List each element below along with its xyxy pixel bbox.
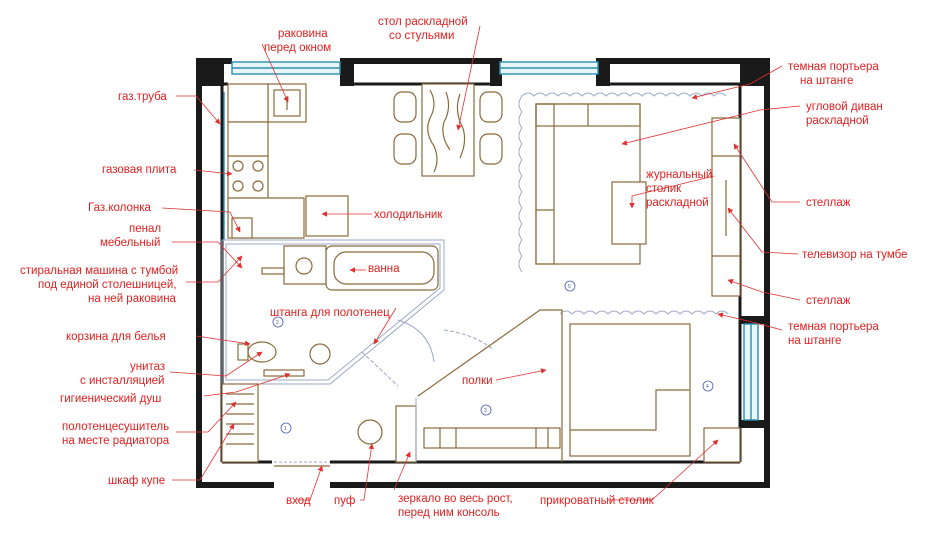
label-shelves: полки bbox=[462, 375, 493, 387]
room-number-2: 2 bbox=[276, 320, 279, 326]
label-table-1: стол раскладной bbox=[378, 16, 468, 28]
label-pencil-case-2: мебельный bbox=[100, 237, 160, 249]
label-mirror-1: зеркало во весь рост, bbox=[398, 493, 513, 505]
label-bedside-table: прикроватный столик bbox=[540, 495, 655, 507]
dining-table bbox=[393, 83, 503, 177]
doors bbox=[361, 319, 495, 387]
label-toilet-2: с инсталляцией bbox=[80, 375, 164, 387]
kitchen bbox=[227, 83, 349, 239]
bedside-table bbox=[703, 427, 741, 463]
label-table-2: со стульями bbox=[389, 30, 454, 42]
room-number-3: 3 bbox=[484, 408, 487, 414]
label-gas-stove: газовая плита bbox=[102, 164, 177, 176]
label-sofa-2: раскладной bbox=[806, 115, 869, 127]
fridge bbox=[305, 195, 349, 237]
pouf bbox=[357, 419, 383, 445]
label-towel-dryer-1: полотенцесушитель bbox=[62, 421, 169, 433]
room-number-1: 1 bbox=[284, 426, 287, 432]
label-curtain-bottom-1: темная портьера bbox=[788, 321, 879, 333]
bedroom: 3 4 bbox=[415, 309, 741, 463]
console bbox=[395, 405, 417, 463]
label-mirror-2: перед ним консоль bbox=[398, 507, 500, 519]
label-gas-pipe: газ.труба bbox=[118, 91, 167, 103]
label-washer-1: стиральная машина с тумбой bbox=[20, 265, 178, 277]
room-number-5: 5 bbox=[568, 284, 571, 290]
label-sofa-1: угловой диван bbox=[806, 101, 883, 113]
label-sink-window-1: раковина bbox=[278, 28, 328, 40]
label-sink-window-2: перед окном bbox=[264, 42, 331, 54]
label-gas-heater: Газ.колонка bbox=[88, 202, 151, 214]
room-number-4: 4 bbox=[706, 384, 709, 390]
gas-heater bbox=[231, 217, 253, 239]
label-hygienic-shower: гигиенический душ bbox=[60, 393, 161, 405]
wardrobe bbox=[221, 383, 259, 463]
living-room: 5 bbox=[518, 92, 741, 315]
leader-lines bbox=[161, 25, 801, 501]
label-towel-dryer-2: на месте радиатора bbox=[62, 435, 170, 447]
label-laundry-basket: корзина для белья bbox=[66, 331, 166, 343]
hallway: 1 bbox=[221, 383, 417, 467]
label-washer-2: под единой столешницей, bbox=[38, 279, 177, 291]
label-fridge: холодильник bbox=[374, 209, 443, 221]
coffee-table bbox=[611, 181, 647, 245]
label-washer-3: на ней раковина bbox=[88, 293, 177, 305]
label-entrance: вход bbox=[286, 495, 311, 507]
label-towel-rail: штанга для полотенец bbox=[270, 307, 390, 319]
label-toilet-1: унитаз bbox=[130, 361, 165, 373]
label-shelving-bottom: стеллаж bbox=[806, 295, 851, 307]
label-wardrobe: шкаф купе bbox=[108, 475, 165, 487]
label-curtain-top-2: на штанге bbox=[800, 75, 853, 87]
label-bath: ванна bbox=[368, 263, 400, 275]
label-tv: телевизор на тумбе bbox=[802, 249, 908, 261]
windows bbox=[223, 61, 759, 421]
label-curtain-bottom-2: на штанге bbox=[788, 335, 841, 347]
label-pouf: пуф bbox=[334, 495, 355, 507]
label-coffee-table-2: столик bbox=[646, 183, 682, 195]
label-curtain-top-1: темная портьера bbox=[788, 61, 879, 73]
label-pencil-case-1: пенал bbox=[129, 223, 161, 235]
labels: раковина перед окном стол раскладной со … bbox=[20, 16, 908, 519]
label-coffee-table-3: раскладной bbox=[646, 197, 709, 209]
label-coffee-table-1: журнальный bbox=[646, 169, 712, 181]
bathroom-sink bbox=[283, 245, 327, 285]
label-shelving-top: стеллаж bbox=[806, 197, 851, 209]
